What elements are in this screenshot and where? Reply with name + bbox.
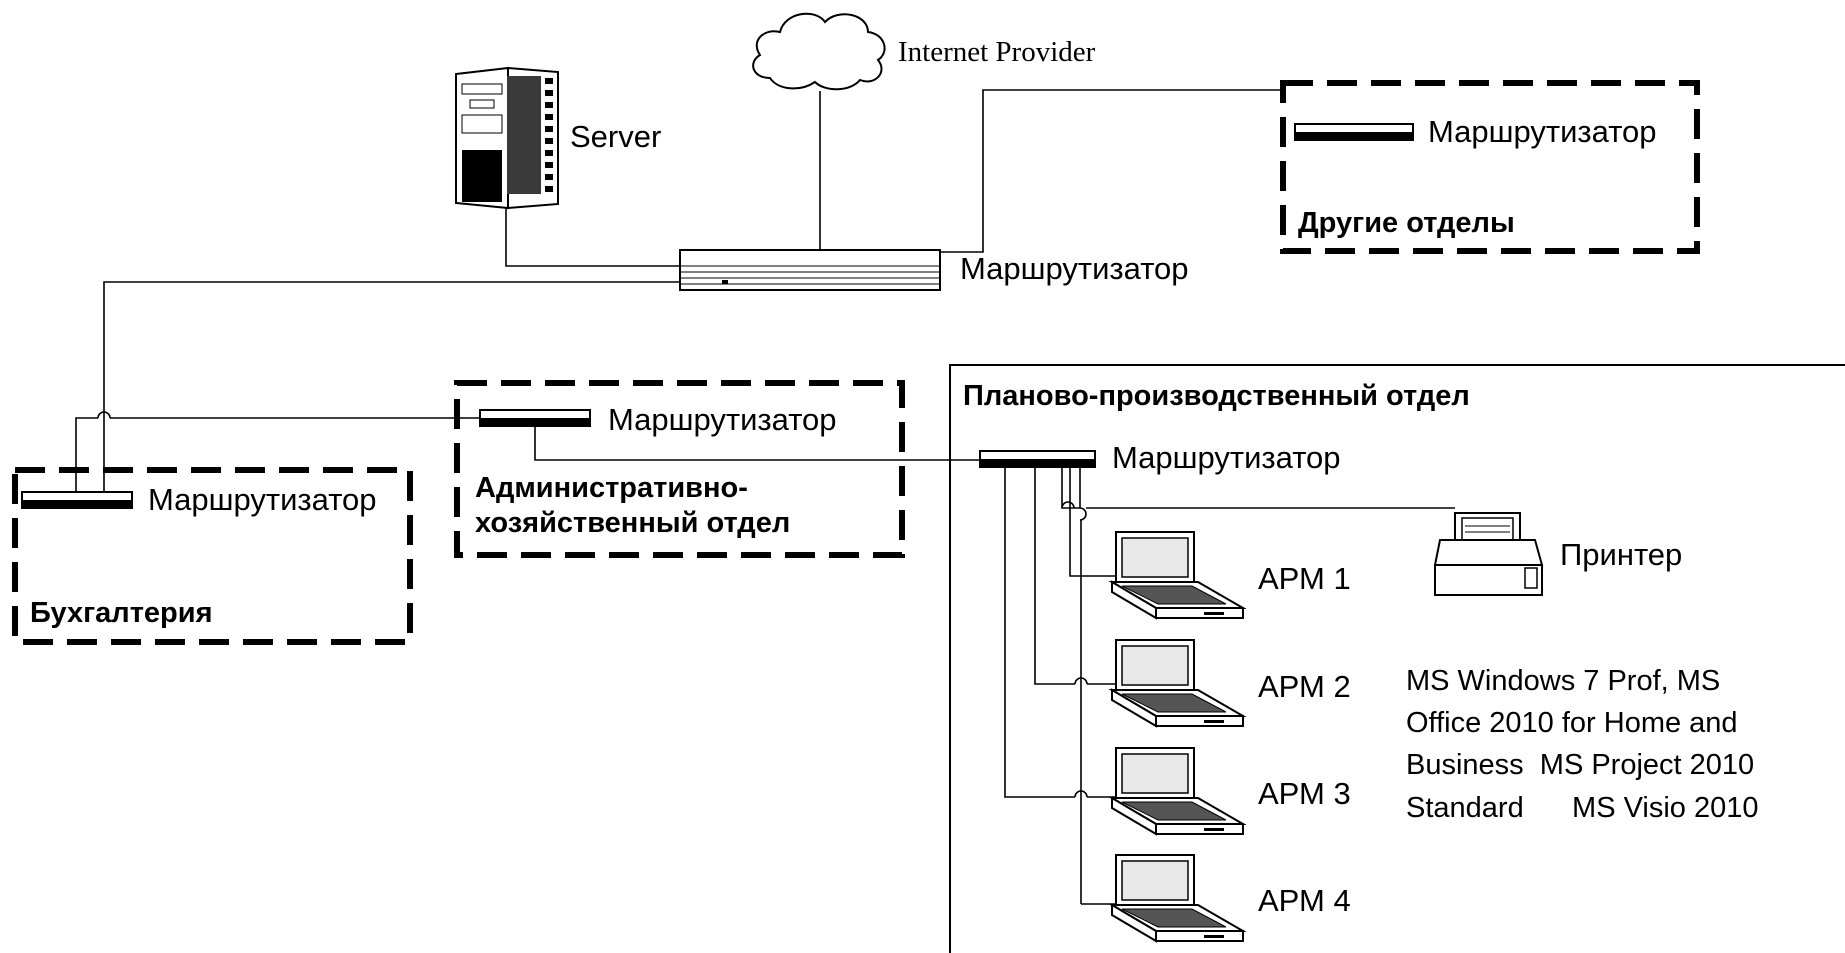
workstation-1-icon [1111, 531, 1244, 619]
accounting-admin-wire [75, 411, 480, 492]
admin-title-line2: хозяйственный отдел [475, 507, 790, 539]
admin-department-box [454, 380, 905, 558]
software-line-1: MS Windows 7 Prof, MS [1406, 665, 1720, 697]
workstation-4-icon [1111, 854, 1244, 942]
planning-router-icon [979, 450, 1096, 468]
admin-planning-wire [534, 426, 980, 461]
software-line-4: Standard MS Visio 2010 [1406, 792, 1759, 824]
workstation-2-icon [1111, 639, 1244, 727]
software-line-2: Office 2010 for Home and [1406, 707, 1738, 739]
workstation-3-icon [1111, 747, 1244, 835]
accounting-box [12, 467, 413, 645]
workstation-4-label: АРМ 4 [1258, 883, 1351, 918]
internet-cloud-icon [752, 12, 886, 91]
planning-wires [1004, 467, 1455, 905]
core-router-label: Маршрутизатор [960, 251, 1189, 286]
accounting-router-label: Маршрутизатор [148, 482, 377, 517]
workstation-2-label: АРМ 2 [1258, 669, 1351, 704]
software-line-3: Business MS Project 2010 [1406, 749, 1754, 781]
workstation-3-label: АРМ 3 [1258, 776, 1351, 811]
other-departments-box [1280, 80, 1700, 254]
printer-label: Принтер [1560, 537, 1682, 572]
internet-provider-label: Internet Provider [898, 36, 1096, 68]
planning-department-box [949, 364, 1845, 953]
other-departments-title: Другие отделы [1298, 207, 1515, 239]
accounting-title: Бухгалтерия [30, 597, 213, 629]
other-departments-router-icon [1294, 123, 1414, 141]
core-wires [103, 89, 1283, 492]
printer-icon [1433, 512, 1544, 596]
accounting-router-icon [21, 491, 133, 509]
planning-department-title: Планово-производственный отдел [963, 380, 1470, 412]
planning-router-label: Маршрутизатор [1112, 440, 1341, 475]
server-icon [455, 66, 559, 210]
other-departments-router-label: Маршрутизатор [1428, 114, 1657, 149]
workstation-1-label: АРМ 1 [1258, 561, 1351, 596]
admin-router-icon [479, 409, 591, 427]
admin-title-line1: Административно- [475, 472, 748, 504]
admin-router-label: Маршрутизатор [608, 402, 837, 437]
core-router-icon [679, 249, 941, 291]
server-label: Server [570, 119, 661, 154]
